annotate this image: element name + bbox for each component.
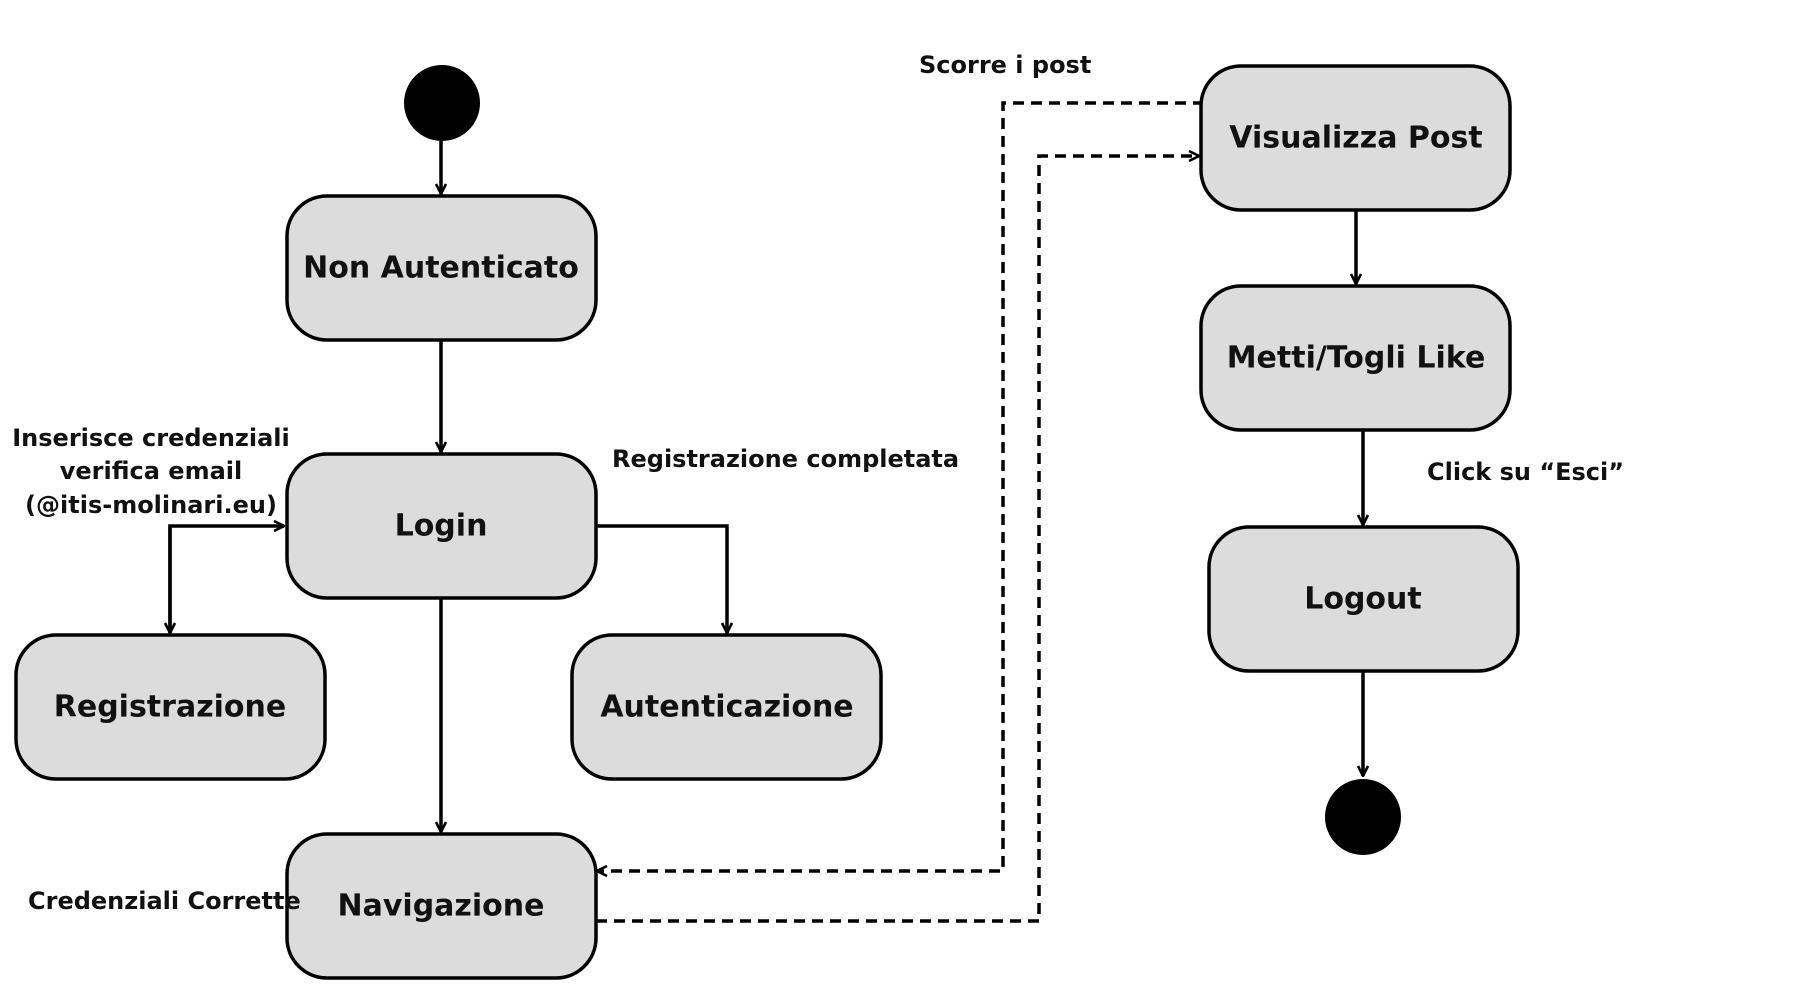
note-credenziali-line2: verifica email: [60, 457, 242, 485]
state-navigazione: [285, 832, 598, 980]
transition-visualizza-to-navigazione: [597, 101, 1222, 871]
note-credenziali-corrette: Credenziali Corrette: [28, 887, 301, 915]
note-click-esci: Click su “Esci”: [1427, 458, 1624, 486]
state-label-navigazione: Navigazione: [338, 889, 545, 924]
note-registrazione-completata: Registrazione completata: [612, 445, 959, 473]
note-credenziali-line1: Inserisce credenziali: [12, 424, 290, 452]
state-label-registrazione: Registrazione: [54, 690, 287, 725]
state-label-visualizza-post: Visualizza Post: [1229, 121, 1482, 156]
note-scorre-post: Scorre i post: [919, 51, 1091, 79]
state-label-non-autenticato: Non Autenticato: [303, 251, 579, 286]
state-metti-togli-like: [1199, 284, 1512, 432]
transition-login-to-autenticazione: [596, 524, 727, 633]
transition-registrazione-to-login: [168, 526, 284, 633]
state-label-login: Login: [395, 509, 488, 544]
final-node: [1325, 779, 1401, 855]
transition-navigazione-to-visualizza: [596, 156, 1199, 923]
state-label-logout: Logout: [1304, 582, 1422, 617]
state-label-autenticazione: Autenticazione: [600, 690, 853, 725]
state-login: [285, 452, 598, 600]
state-autenticazione: [570, 633, 883, 781]
state-visualizza-post: [1199, 64, 1512, 212]
initial-node: [404, 65, 480, 141]
state-label-metti-togli-like: Metti/Togli Like: [1227, 341, 1486, 376]
note-credenziali-line3: (@itis-molinari.eu): [25, 491, 277, 519]
state-registrazione: [14, 633, 327, 781]
state-logout: [1207, 525, 1520, 673]
state-non-autenticato: [285, 194, 598, 342]
